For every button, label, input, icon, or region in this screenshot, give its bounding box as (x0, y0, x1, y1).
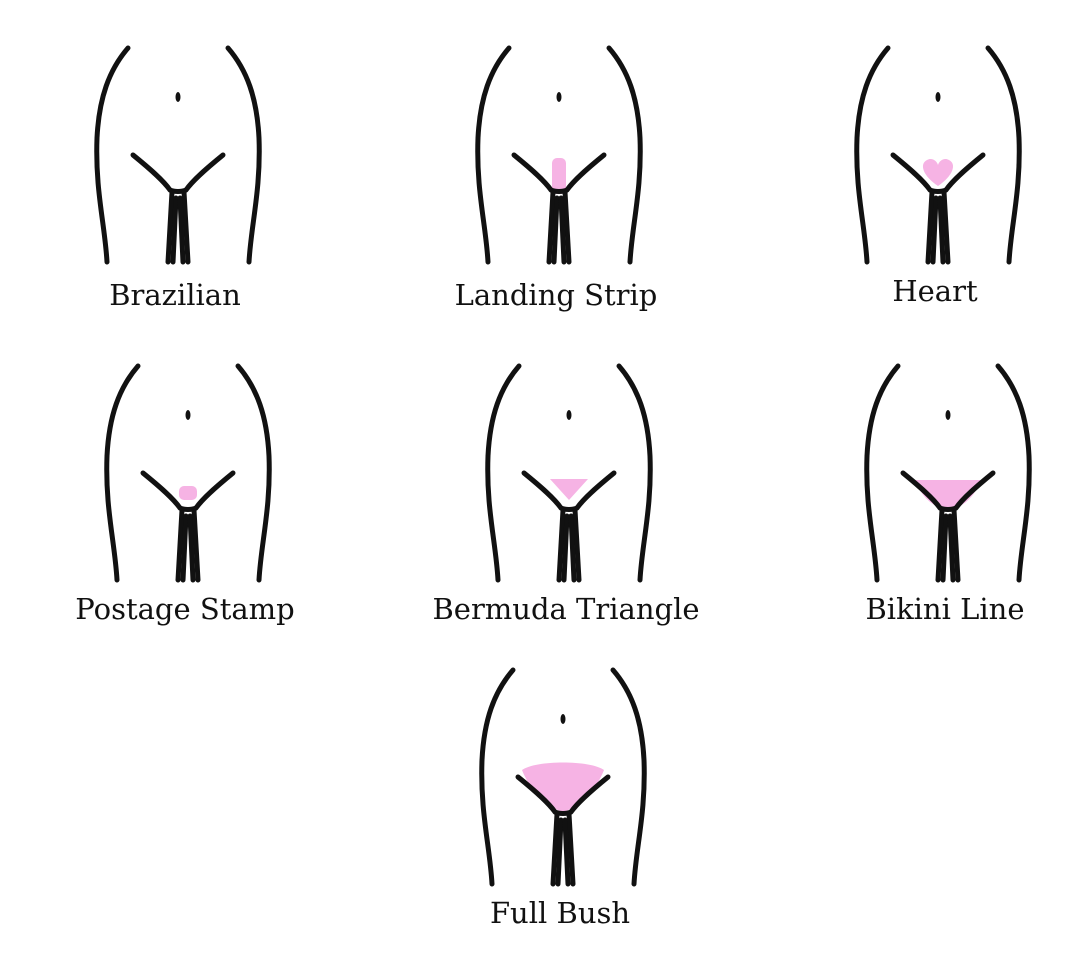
body-outline-stroke (97, 48, 128, 262)
body-outline-stroke (571, 516, 574, 580)
style-label: Full Bush (370, 896, 750, 930)
body-outline-stroke (565, 820, 568, 884)
body-outline-stroke (940, 198, 943, 262)
style-figure-brazilian: Brazilian (25, 40, 325, 340)
body-outline-stroke (186, 155, 223, 190)
style-label: Bermuda Triangle (376, 592, 756, 626)
body-outline-stroke (558, 820, 561, 884)
triangle-region-shape (550, 479, 588, 500)
navel-mark (936, 92, 941, 102)
body-outline-stroke (554, 198, 557, 262)
style-figure-bermuda-triangle: Bermuda Triangle (416, 358, 716, 658)
body-outline-stroke (893, 155, 930, 190)
style-label: Heart (745, 274, 1080, 308)
body-outline-stroke (943, 516, 946, 580)
navel-mark (186, 410, 191, 420)
body-outline-stroke (567, 155, 604, 190)
body-outline-stroke (190, 516, 193, 580)
body-outline-stroke (524, 473, 561, 508)
body-outline-stroke (238, 366, 269, 580)
style-label: Postage Stamp (0, 592, 375, 626)
body-outline-stroke (857, 48, 888, 262)
body-outline-stroke (482, 670, 513, 884)
body-outline-stroke (478, 48, 509, 262)
style-figure-bikini-line: Bikini Line (795, 358, 1080, 658)
style-figure-postage-stamp: Postage Stamp (35, 358, 335, 658)
style-figure-landing-strip: Landing Strip (406, 40, 706, 340)
body-outline-stroke (488, 366, 519, 580)
style-label: Brazilian (0, 278, 365, 312)
body-outline-stroke (988, 48, 1019, 262)
body-outline-stroke (564, 516, 567, 580)
navel-mark (567, 410, 572, 420)
style-label: Bikini Line (755, 592, 1080, 626)
body-outline-stroke (133, 155, 170, 190)
navel-mark (946, 410, 951, 420)
body-outline-stroke (196, 473, 233, 508)
body-outline-stroke (933, 198, 936, 262)
body-outline-stroke (619, 366, 650, 580)
stamp-region-shape (179, 486, 197, 500)
body-outline-stroke (514, 155, 551, 190)
body-outline-stroke (143, 473, 180, 508)
bush-region-shape (522, 763, 604, 813)
body-outline-stroke (107, 366, 138, 580)
body-outline-stroke (867, 366, 898, 580)
body-outline-stroke (173, 198, 176, 262)
navel-mark (176, 92, 181, 102)
body-outline-stroke (228, 48, 259, 262)
body-outline-stroke (561, 198, 564, 262)
style-figure-heart: Heart (785, 40, 1080, 340)
body-outline-stroke (613, 670, 644, 884)
body-outline-stroke (577, 473, 614, 508)
body-outline-stroke (609, 48, 640, 262)
navel-mark (561, 714, 566, 724)
body-outline-stroke (180, 198, 183, 262)
style-figure-full-bush: Full Bush (410, 662, 710, 962)
body-outline-stroke (946, 155, 983, 190)
body-outline-stroke (998, 366, 1029, 580)
body-outline-stroke (183, 516, 186, 580)
body-outline-stroke (950, 516, 953, 580)
style-label: Landing Strip (366, 278, 746, 312)
navel-mark (557, 92, 562, 102)
heart-region-shape (923, 159, 953, 186)
